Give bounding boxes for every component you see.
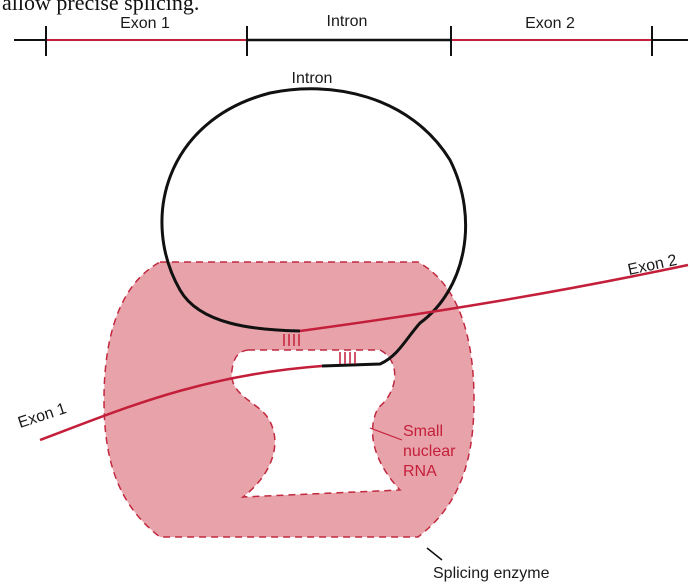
- exon1-label: Exon 1: [16, 400, 69, 432]
- splicing-enzyme-shape: [104, 262, 474, 537]
- gene-map-label-intron: Intron: [327, 13, 368, 30]
- snrna-label-line1: Small: [403, 423, 443, 440]
- intron-label: Intron: [292, 70, 333, 87]
- caption-fragment: allow precise splicing.: [2, 0, 199, 15]
- gene-map-label-exon2: Exon 2: [525, 15, 575, 32]
- gene-map-label-exon1: Exon 1: [120, 15, 170, 32]
- enzyme-leader-line: [427, 548, 442, 560]
- snrna-label-line3: RNA: [403, 463, 437, 480]
- exon2-label: Exon 2: [626, 252, 678, 279]
- gene-map: Exon 1 Intron Exon 2: [14, 13, 688, 56]
- base-pairing-ticks-lower: [340, 352, 355, 364]
- snrna-label-line2: nuclear: [403, 443, 456, 460]
- enzyme-label: Splicing enzyme: [433, 565, 550, 582]
